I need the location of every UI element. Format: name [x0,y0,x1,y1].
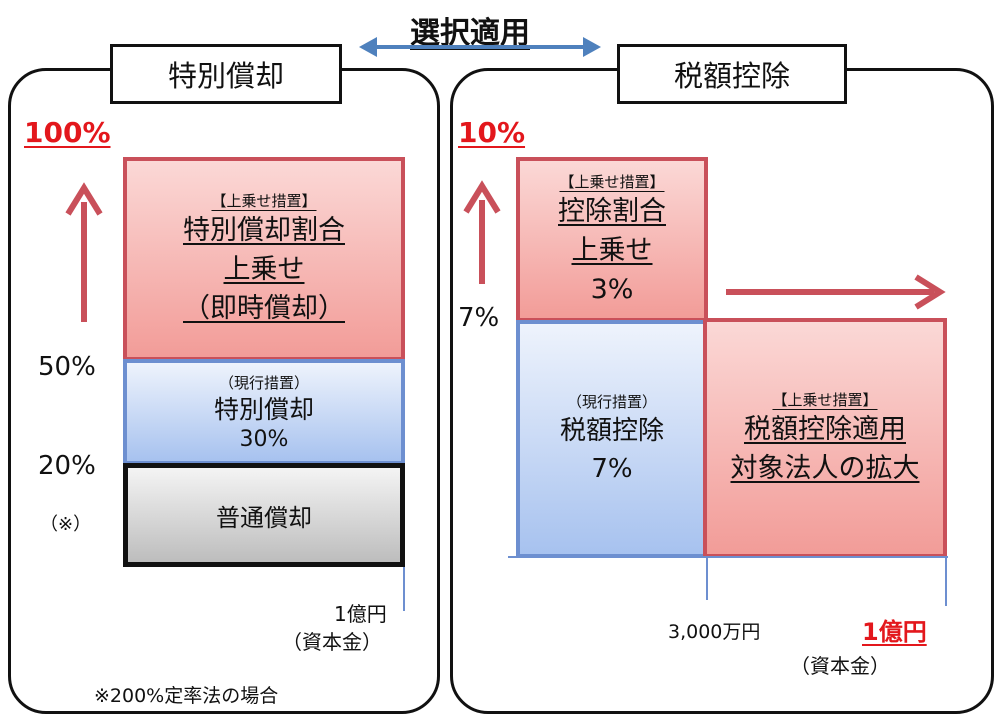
expansion-line1: 税額控除適用 [744,413,906,445]
left-mid-pct: 50% [38,352,96,382]
upper-line2: 上乗せ [223,254,305,285]
credit-middle-box: （現行措置） 税額控除 7% [516,320,708,558]
credit-middle-tag: （現行措置） [566,392,657,411]
credit-expansion-box: 【上乗せ措置】 税額控除適用 対象法人の拡大 [703,318,947,558]
depreciation-middle-box: （現行措置） 特別償却 30% [123,359,405,465]
left-axis-label: （資本金） [282,630,382,654]
credit-middle-line2: 7% [591,453,633,484]
right-axis-value-1: 3,000万円 [668,621,761,643]
right-arrow-icon [726,274,946,310]
credit-middle-line1: 税額控除 [559,415,664,446]
left-low-pct: 20% [38,451,96,481]
up-arrow-icon [65,182,103,322]
middle-line2: 30% [239,427,289,452]
left-axis-value: 1億円 [334,602,387,626]
double-arrow-icon [359,37,601,57]
bottom-line1: 普通償却 [216,503,312,532]
credit-upper-line1: 控除割合 [558,195,666,227]
right-top-pct: 10% [458,116,526,149]
upper-tag: 【上乗せ措置】 [211,192,317,210]
depreciation-upper-box: 【上乗せ措置】 特別償却割合 上乗せ （即時償却） [123,157,405,361]
upper-line3: （即時償却） [183,293,345,324]
right-axis-tick-2 [945,558,947,606]
right-axis-tick-1 [706,558,708,600]
tax-credit-tab: 税額控除 [617,44,847,104]
left-axis-tick [403,567,405,611]
credit-upper-line2: 上乗せ [571,234,653,266]
left-top-pct: 100% [24,116,111,149]
middle-line1: 特別償却 [213,395,314,424]
expansion-tag: 【上乗せ措置】 [772,390,878,409]
credit-upper-box: 【上乗せ措置】 控除割合 上乗せ 3% [516,157,708,322]
depreciation-tab: 特別償却 [110,44,342,104]
upper-line1: 特別償却割合 [183,215,345,246]
middle-tag: （現行措置） [218,374,309,392]
credit-upper-tag: 【上乗せ措置】 [559,172,665,191]
credit-upper-line3: 3% [590,273,634,305]
up-arrow-icon [463,180,501,284]
footnote: ※200%定率法の場合 [94,685,279,707]
right-axis-line [508,556,948,558]
expansion-line2: 対象法人の拡大 [730,452,920,484]
depreciation-bottom-box: 普通償却 [123,463,405,567]
note-mark: （※） [40,514,92,535]
right-axis-value-2: 1億円 [862,618,927,646]
right-mid-pct: 7% [458,303,500,333]
right-axis-label: （資本金） [790,654,890,678]
